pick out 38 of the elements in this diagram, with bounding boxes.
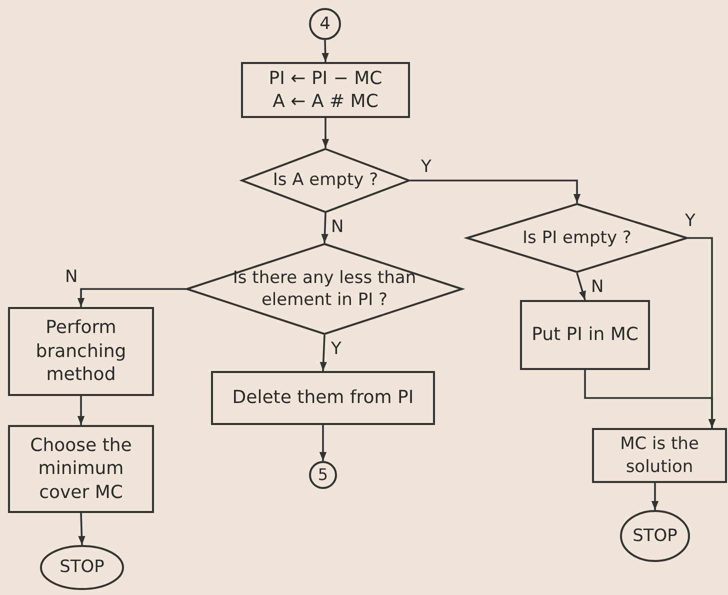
process-box [8, 307, 154, 396]
node-text: Delete them from PI [232, 386, 414, 410]
node-text: Is A empty ? [272, 169, 378, 192]
process-box [520, 300, 650, 370]
arrow [78, 512, 86, 546]
process-box [211, 371, 435, 425]
terminal-oval [40, 545, 124, 590]
arrow [576, 272, 586, 300]
node-text: Is there any less than element in PI ? [232, 266, 418, 312]
node-text: A ← A # MC [272, 90, 378, 114]
arrow [651, 483, 659, 510]
process-box [241, 62, 410, 118]
arrow [584, 370, 716, 428]
terminal-oval [620, 510, 690, 562]
arrow [77, 396, 85, 425]
arrow [77, 288, 186, 307]
node-text: Is PI empty ? [522, 226, 632, 250]
node-text: Put PI in MC [532, 323, 638, 347]
node-text: STOP [632, 524, 678, 548]
arrow [320, 334, 327, 372]
node-text: PI ← PI − MC [268, 66, 382, 90]
arrow [321, 212, 328, 244]
node-text: 5 [318, 464, 328, 486]
arrow [319, 425, 327, 461]
connector-circle [309, 8, 341, 40]
arrow [322, 118, 330, 148]
node-text: STOP [60, 556, 104, 579]
decision-diamond [186, 243, 463, 335]
arrow [322, 40, 329, 62]
connector-circle [309, 461, 337, 489]
node-text: 4 [320, 12, 330, 36]
arrow [410, 180, 581, 203]
node-text: Perform branching method [34, 316, 128, 387]
process-box [592, 428, 727, 483]
process-box [8, 425, 154, 513]
node-text: Choose the minimum cover MC [29, 434, 133, 504]
decision-diamond [241, 148, 410, 213]
node-text: MC is the solution [619, 433, 700, 478]
